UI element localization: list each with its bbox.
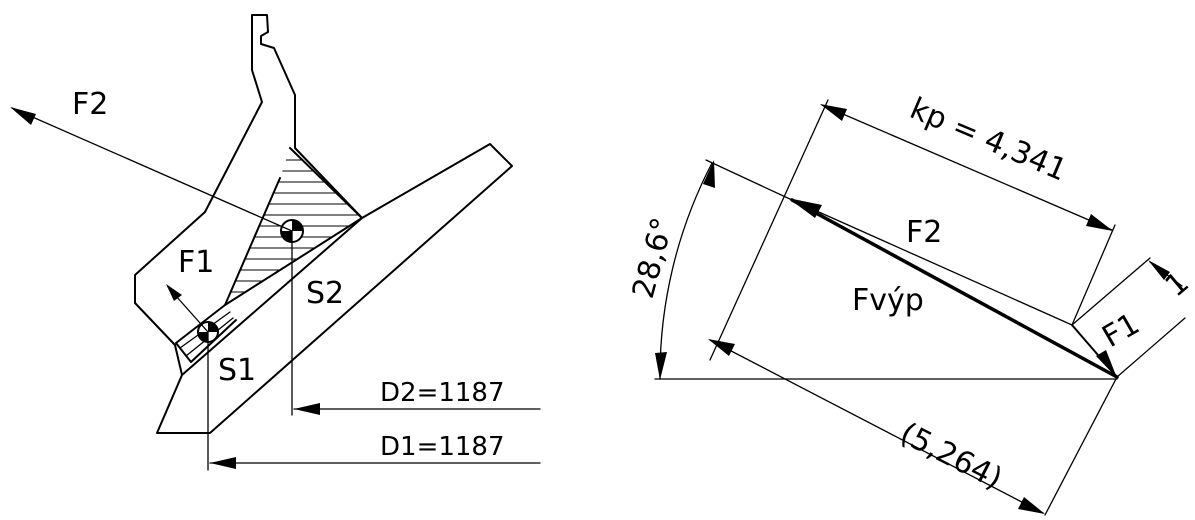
length-arrowhead-right <box>1018 497 1045 514</box>
force-f2-vector <box>791 199 1073 326</box>
d2-arrowhead <box>294 403 320 415</box>
label-s1: S1 <box>218 353 256 388</box>
right-view: kp = 4,341 F2 Fvýp F1 28,6° (5,264) 1 <box>626 91 1195 516</box>
f1-dim-arrowhead-top <box>1148 260 1170 280</box>
hatched-region <box>224 147 363 306</box>
force-f2-line <box>11 107 293 232</box>
label-f1-left: F1 <box>178 245 214 280</box>
label-angle: 28,6° <box>626 214 681 302</box>
kp-extension-left <box>709 99 829 361</box>
length-extension-left <box>705 159 793 201</box>
kp-arrowhead-right <box>1086 214 1113 231</box>
angle-arrowhead-bottom <box>655 352 667 380</box>
angle-arrowhead-top <box>703 160 715 188</box>
label-d2: D2=1187 <box>380 378 505 408</box>
d1-arrowhead <box>210 457 236 469</box>
label-f1-right: F1 <box>1097 306 1146 354</box>
blade-line <box>181 217 363 376</box>
force-f1-arrowhead <box>166 284 182 301</box>
label-d1: D1=1187 <box>380 432 505 462</box>
f1-dimension-extension-2 <box>1116 317 1186 378</box>
fvyp-resultant-line <box>790 198 1119 379</box>
label-fvyp: Fvýp <box>852 283 924 318</box>
left-view: F2 F1 S2 S1 D2=1187 D1=1187 <box>10 14 541 471</box>
label-kp: kp = 4,341 <box>905 91 1072 188</box>
label-s2: S2 <box>306 276 344 311</box>
kp-extension-right <box>1071 224 1116 326</box>
label-f2-right: F2 <box>906 215 942 250</box>
length-dimension-line <box>709 339 1044 514</box>
f1-dimension-extension <box>1071 257 1151 326</box>
kp-arrowhead-left <box>820 104 847 121</box>
length-extension-right <box>1044 376 1118 516</box>
fvyp-arrowhead <box>788 198 822 218</box>
force-f1-arrowhead-right <box>1096 350 1117 378</box>
force-f2-arrowhead <box>10 107 36 125</box>
kp-dimension-line <box>821 104 1113 231</box>
part-outline <box>134 14 513 434</box>
label-f2-left: F2 <box>72 87 108 122</box>
label-length: (5,264) <box>894 416 1007 497</box>
length-arrowhead-left <box>708 339 735 356</box>
